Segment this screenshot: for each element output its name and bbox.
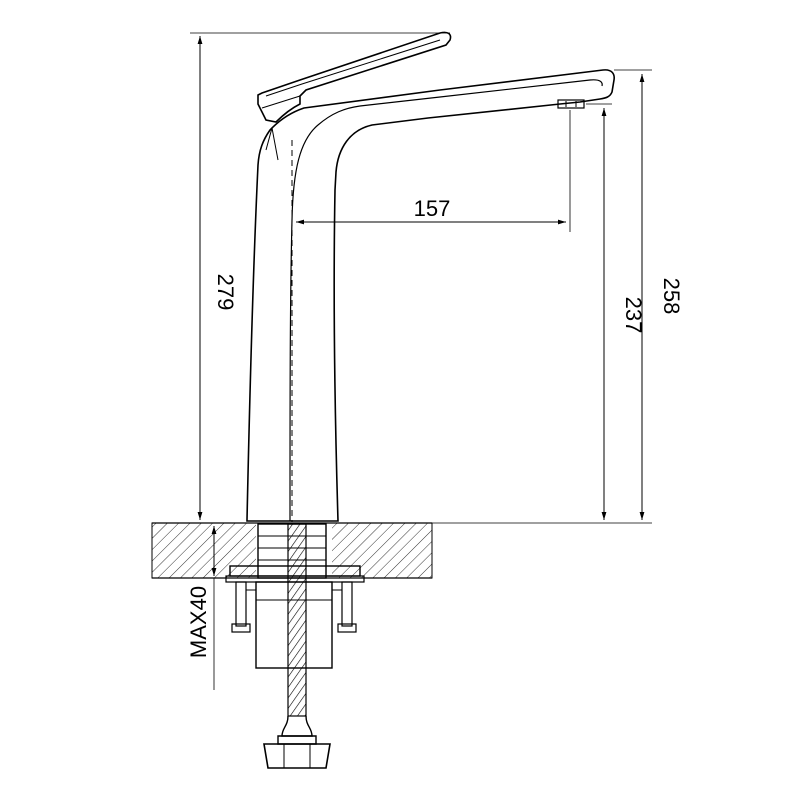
dimension-max-counter-thickness: MAX40 [186,526,232,690]
dimension-label-total-height: 279 [213,274,238,311]
faucet-body [246,31,615,522]
dimension-label-max-counter-thickness: MAX40 [186,586,211,658]
threaded-rod [263,523,331,769]
dimension-label-spout-reach: 157 [414,196,451,221]
dimension-spout-top-height: 258 [614,69,684,520]
dimension-spout-reach: 157 [296,110,571,232]
dimension-label-spout-top-height: 258 [659,278,684,315]
dimension-outlet-height: 237 [586,103,646,520]
dimension-total-height: 279 [190,32,450,520]
